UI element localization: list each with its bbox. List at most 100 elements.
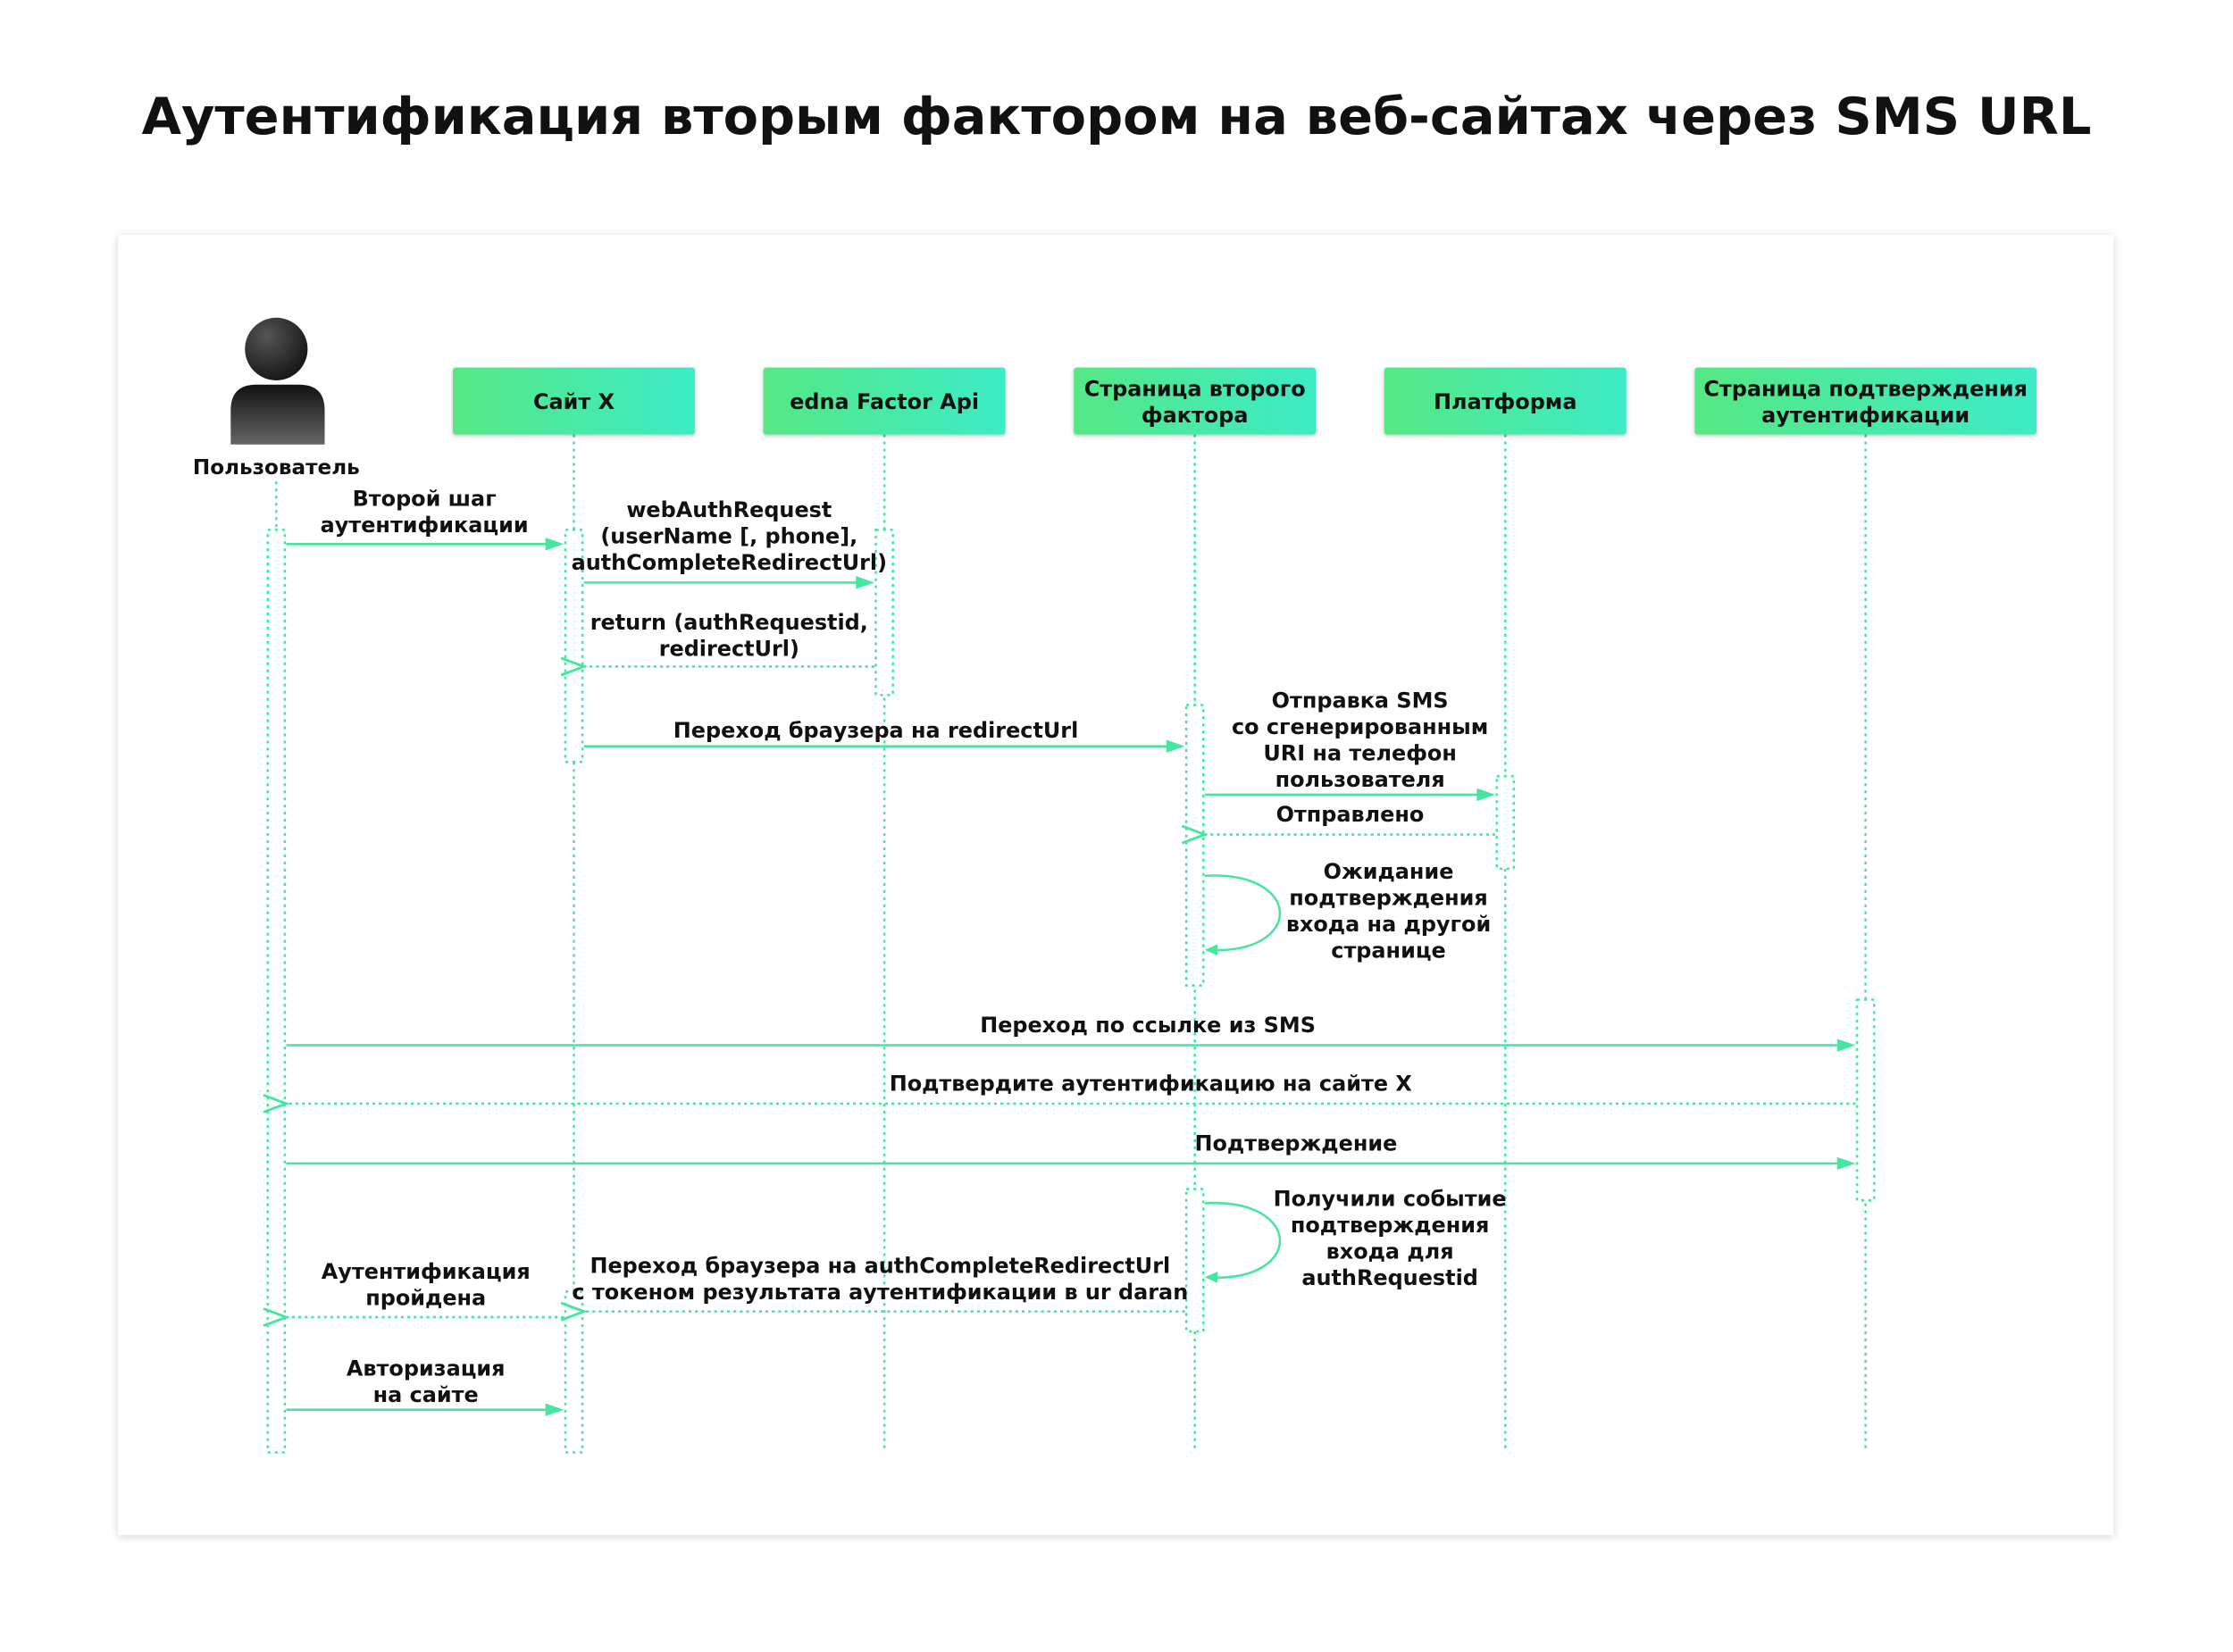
message-12: Переход браузера на authCompleteRedirect… bbox=[560, 1254, 1188, 1322]
diagram-card bbox=[118, 235, 2114, 1536]
open-arrowhead-icon bbox=[1181, 824, 1208, 845]
message-label-line: Авторизация bbox=[347, 1356, 506, 1381]
message-label-line: Отправка SMS bbox=[1272, 688, 1449, 713]
user-body-icon bbox=[230, 384, 325, 445]
message-3: return (authRequestid,redirectUrl) bbox=[560, 610, 874, 677]
message-6: Отправлено bbox=[1181, 802, 1496, 845]
message-label-line: пройдена bbox=[365, 1286, 486, 1311]
activation-bar bbox=[564, 529, 584, 763]
message-label-line: webAuthRequest bbox=[626, 497, 832, 522]
message-label-line: Подтвердите аутентификацию на сайте X bbox=[890, 1072, 1412, 1097]
message-label: return (authRequestid,redirectUrl) bbox=[590, 610, 868, 661]
message-label-line: со сгенерированным bbox=[1232, 714, 1488, 739]
participant-box bbox=[1694, 367, 2036, 435]
arrowhead-icon bbox=[1204, 944, 1218, 956]
message-label-line: Переход браузера на redirectUrl bbox=[673, 718, 1079, 743]
message-label-line: Второй шаг bbox=[353, 486, 497, 511]
message-10: Подтверждение bbox=[286, 1131, 1856, 1171]
activation-bar bbox=[1184, 1188, 1205, 1333]
participant-box bbox=[1384, 367, 1627, 435]
message-label: Подтверждение bbox=[1194, 1131, 1397, 1156]
message-9: Подтвердите аутентификацию на сайте X bbox=[263, 1072, 1856, 1114]
arrowhead-icon bbox=[1204, 1272, 1218, 1283]
message-label-line: подтверждения bbox=[1289, 885, 1488, 910]
arrowhead-icon bbox=[1836, 1156, 1856, 1171]
self-message-arrow bbox=[1204, 874, 1282, 952]
participant-box bbox=[453, 367, 696, 435]
user-icon bbox=[245, 317, 308, 380]
activation-bar bbox=[564, 1290, 584, 1454]
message-label-line: redirectUrl) bbox=[659, 636, 799, 661]
message-8: Переход по ссылке из SMS bbox=[286, 1013, 1856, 1052]
message-label-line: странице bbox=[1331, 938, 1445, 963]
arrowhead-icon bbox=[1476, 788, 1496, 802]
open-arrowhead-icon bbox=[560, 656, 588, 677]
message-label-line: Отправлено bbox=[1276, 802, 1425, 827]
actor-label: Пользователь bbox=[193, 456, 360, 480]
participant-label-line: Страница подтверждения bbox=[1703, 376, 2028, 401]
message-label-line: входа на другой bbox=[1286, 912, 1491, 937]
activation-bar bbox=[266, 529, 287, 1454]
participant-label-line: фактора bbox=[1142, 403, 1249, 428]
arrowhead-icon bbox=[545, 1403, 565, 1416]
message-label-line: URI на телефон bbox=[1263, 741, 1456, 766]
message-label-line: authCompleteRedirectUrl) bbox=[572, 550, 888, 575]
message-label-line: с токеном результата аутентификации в ur… bbox=[572, 1280, 1188, 1305]
message-label-line: пользователя bbox=[1275, 767, 1445, 792]
participant-label-line: Платформа bbox=[1434, 389, 1576, 414]
activation-bar bbox=[1184, 704, 1205, 987]
message-label: Переход браузера на authCompleteRedirect… bbox=[572, 1254, 1188, 1305]
activation-bar bbox=[874, 529, 894, 697]
message-label-line: аутентификации bbox=[321, 513, 529, 538]
self-message-arrow bbox=[1204, 1202, 1282, 1279]
participant-box bbox=[1074, 367, 1317, 435]
message-label-line: (userName [, phone], bbox=[600, 524, 857, 549]
message-label-line: Подтверждение bbox=[1194, 1131, 1397, 1156]
message-label: Переход браузера на redirectUrl bbox=[673, 718, 1079, 743]
open-arrowhead-icon bbox=[263, 1093, 290, 1114]
participant-label: Платформа bbox=[1434, 389, 1576, 414]
participant-1: edna Factor Api bbox=[763, 367, 1006, 435]
actor-user: Пользователь bbox=[193, 317, 360, 480]
arrowhead-icon bbox=[1836, 1039, 1856, 1052]
message-label-line: входа для bbox=[1326, 1239, 1454, 1264]
activation-bar bbox=[1855, 998, 1876, 1202]
message-label-line: Переход браузера на authCompleteRedirect… bbox=[590, 1254, 1170, 1279]
message-label-line: return (authRequestid, bbox=[590, 610, 868, 635]
participant-3: Платформа bbox=[1384, 367, 1627, 435]
message-label-line: authRequestid bbox=[1301, 1265, 1478, 1290]
participant-label-line: Страница второго bbox=[1084, 376, 1306, 401]
participant-label-line: аутентификации bbox=[1761, 403, 1970, 428]
participant-label-line: Сайт X bbox=[533, 389, 615, 414]
message-label-line: Ожидание bbox=[1324, 859, 1454, 884]
open-arrowhead-icon bbox=[560, 1301, 588, 1322]
participant-label: Сайт X bbox=[533, 389, 615, 414]
participant-label: edna Factor Api bbox=[790, 389, 979, 414]
message-label-line: подтверждения bbox=[1291, 1213, 1490, 1238]
message-label-line: Переход по ссылке из SMS bbox=[980, 1013, 1316, 1038]
message-label: Подтвердите аутентификацию на сайте X bbox=[890, 1072, 1412, 1097]
participant-box bbox=[763, 367, 1006, 435]
message-label: Переход по ссылке из SMS bbox=[980, 1013, 1316, 1038]
participant-0: Сайт X bbox=[453, 367, 696, 435]
page-title: Аутентификация вторым фактором на веб-са… bbox=[142, 87, 2092, 146]
message-label-line: на сайте bbox=[373, 1382, 479, 1407]
message-2: webAuthRequest(userName [, phone],authCo… bbox=[572, 497, 888, 589]
arrowhead-icon bbox=[545, 538, 565, 551]
